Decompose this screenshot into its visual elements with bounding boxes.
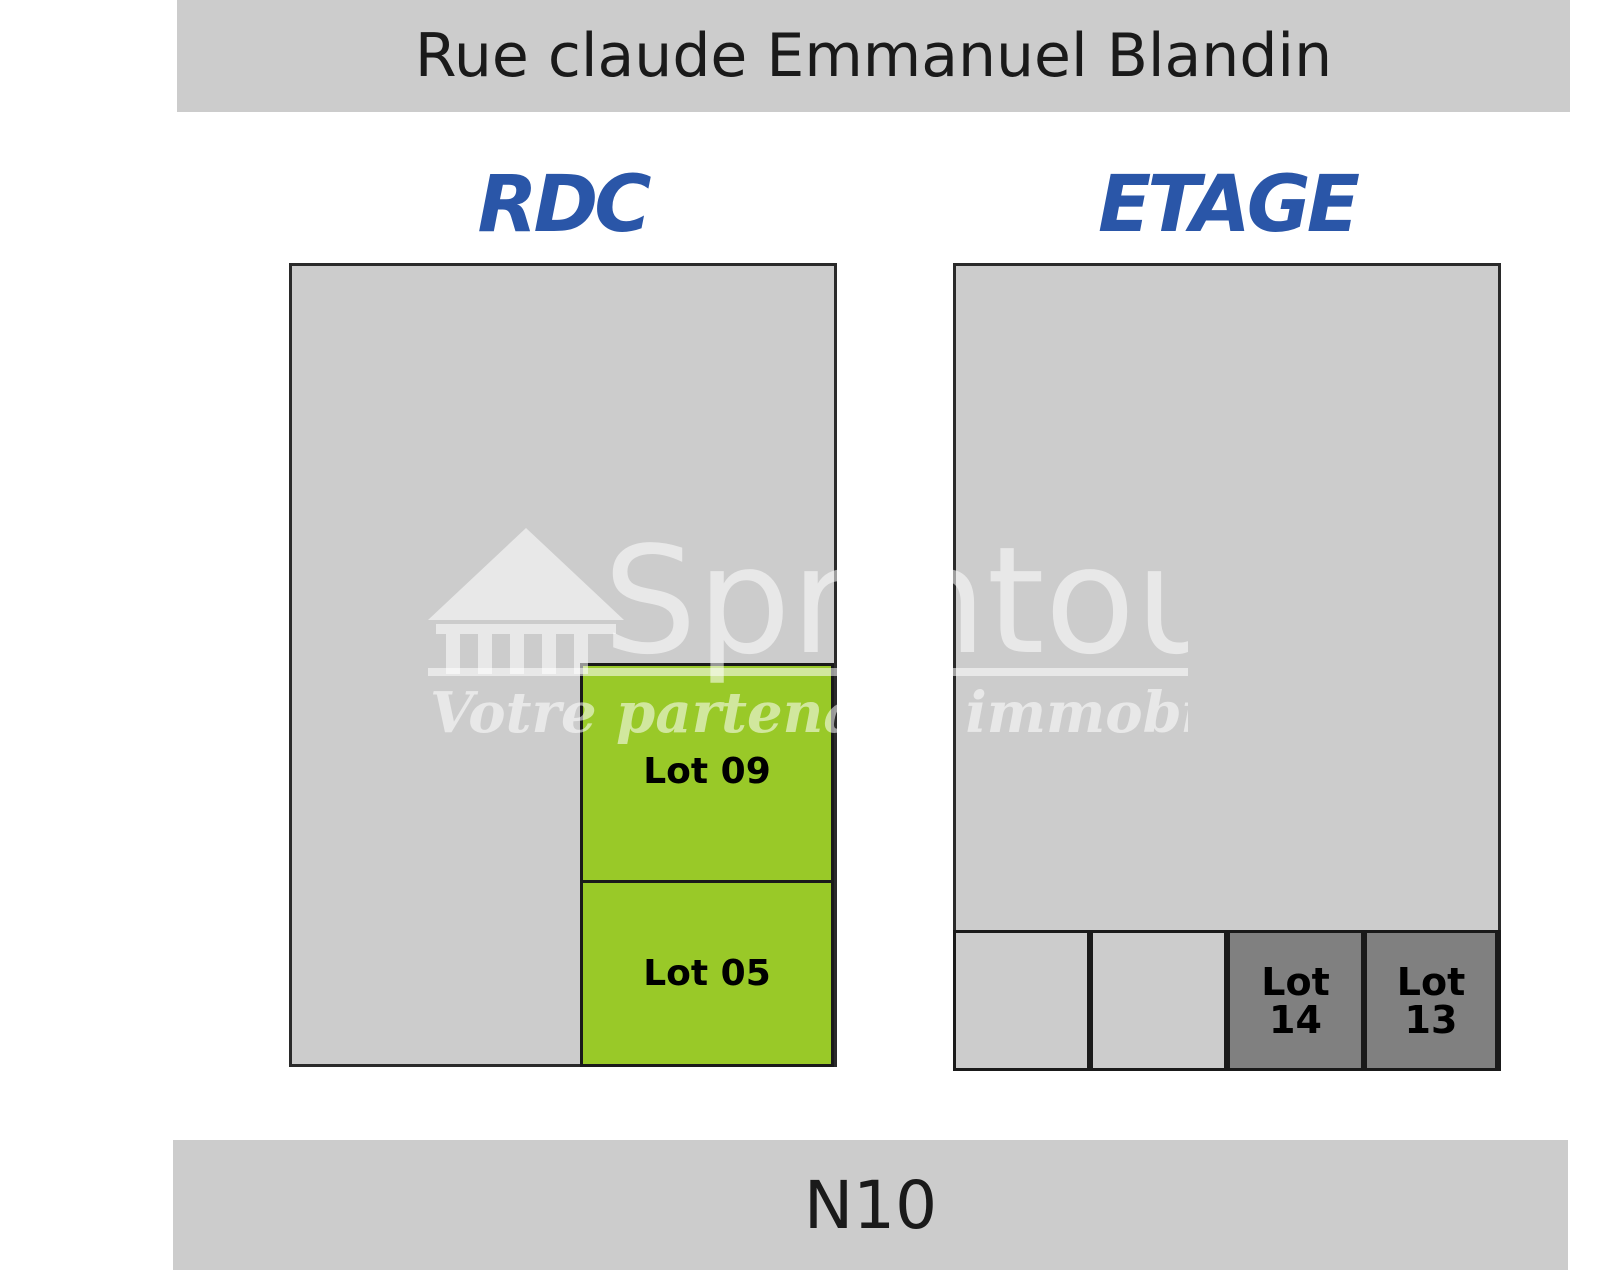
etage-unit: [1090, 930, 1227, 1071]
lot-05[interactable]: Lot 05: [580, 880, 834, 1067]
lot-09-label: Lot 09: [643, 751, 771, 792]
road-top-label: Rue claude Emmanuel Blandin: [414, 21, 1333, 91]
lot-14[interactable]: Lot 14: [1227, 930, 1364, 1071]
road-bottom-label: N10: [803, 1166, 938, 1244]
lot-13[interactable]: Lot 13: [1364, 930, 1501, 1071]
lot-09[interactable]: Lot 09: [580, 663, 834, 883]
lot-05-label: Lot 05: [643, 953, 771, 994]
floor-title-rdc: RDC: [477, 160, 651, 250]
lot-13-label: Lot 13: [1396, 959, 1466, 1042]
etage-unit: [953, 930, 1090, 1071]
road-bottom: N10: [173, 1140, 1568, 1270]
floor-title-etage: ETAGE: [1097, 160, 1360, 250]
lot-14-label: Lot 14: [1261, 959, 1330, 1042]
road-top: Rue claude Emmanuel Blandin: [177, 0, 1570, 112]
